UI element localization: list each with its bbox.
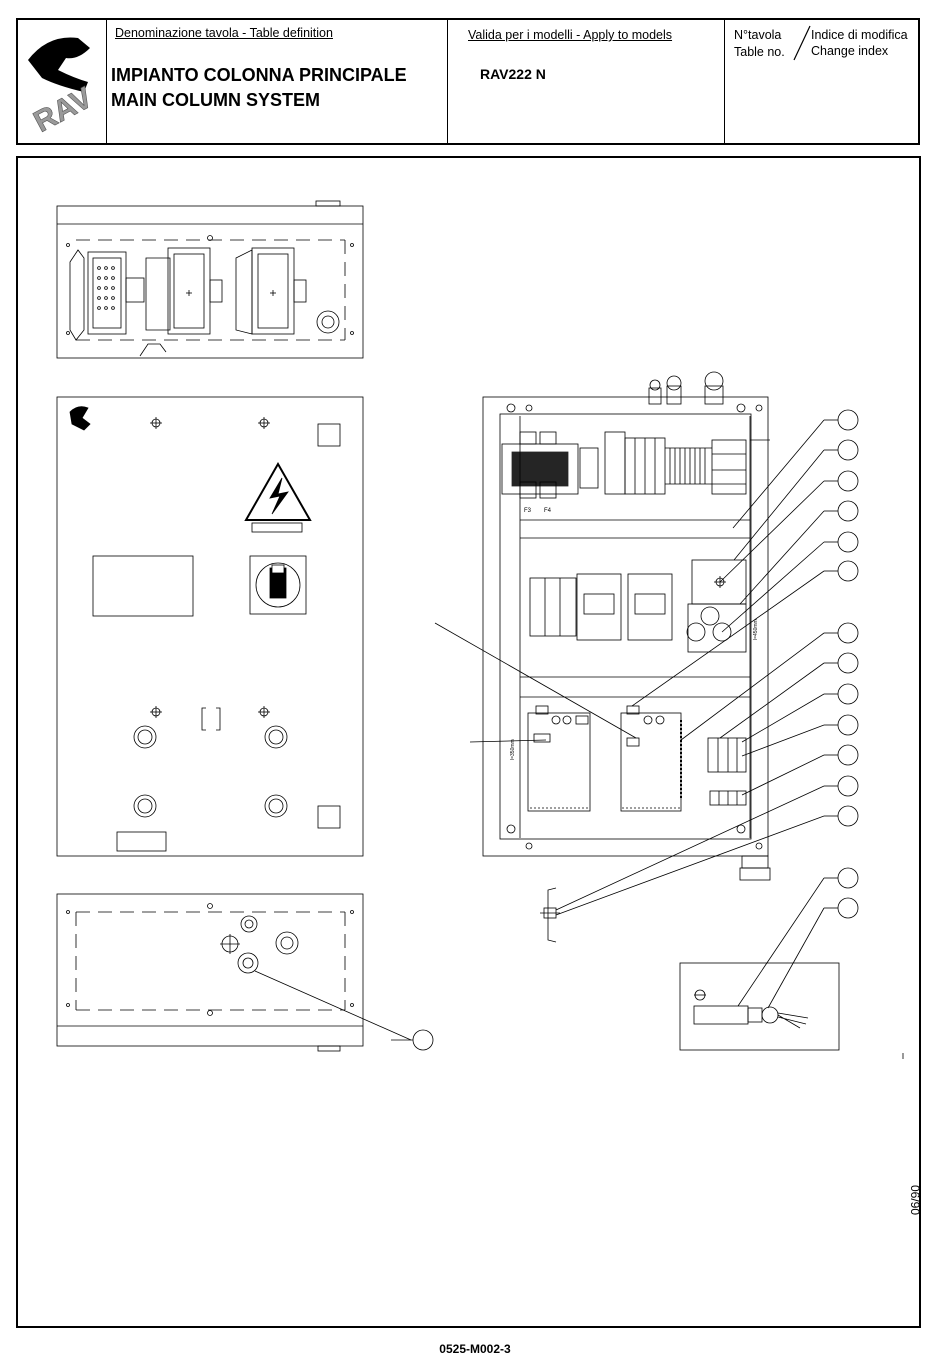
measure-a-label: l=350mm [510,739,516,760]
callout-balloons [838,410,858,918]
terminal-f4-label: F4 [544,508,552,514]
drawing-code: 0525-M002-3 [0,1342,950,1356]
terminal-strip [665,448,712,484]
revision-date: 06/90 [908,1185,922,1215]
terminal-f3-label: F3 [524,508,532,514]
top-connector-panel [57,201,363,358]
bottom-gland-panel [57,894,433,1051]
front-panel [57,397,363,856]
connector-pins [98,267,115,310]
electrical-enclosure: F3 F4 l=450mm [483,372,770,880]
measure-b-label: l=450mm [753,619,759,640]
sensor-detail-box [680,963,839,1050]
